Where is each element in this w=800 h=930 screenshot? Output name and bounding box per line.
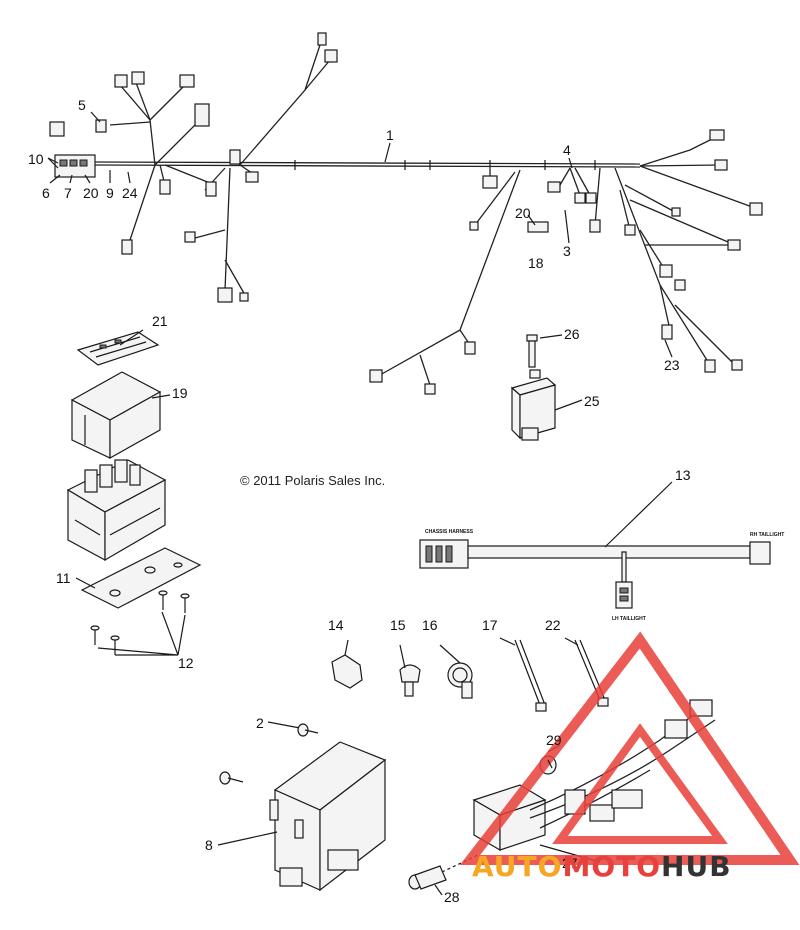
callout-27: 27: [562, 855, 578, 871]
callout-12: 12: [178, 655, 194, 671]
callout-13: 13: [675, 467, 691, 483]
callout-10: 10: [28, 151, 44, 167]
callout-3: 3: [563, 243, 571, 259]
callout-22: 22: [545, 617, 561, 633]
callout-19: 19: [172, 385, 188, 401]
callout-20-left: 20: [83, 185, 99, 201]
callout-20-right: 20: [515, 205, 531, 221]
callout-11: 11: [56, 570, 71, 586]
callout-6: 6: [42, 185, 50, 201]
watermark-moto: MOTO: [562, 850, 661, 883]
watermark-auto: AUTO: [472, 850, 562, 883]
callout-21: 21: [152, 313, 168, 329]
callout-1: 1: [386, 127, 394, 143]
callout-23: 23: [664, 357, 680, 373]
callout-26: 26: [564, 326, 580, 342]
taillight-harness-part-13: [419, 481, 771, 609]
clips-parts-14-15-16: [331, 639, 473, 699]
callout-15: 15: [390, 617, 406, 633]
callout-4: 4: [563, 142, 571, 158]
callout-16: 16: [422, 617, 438, 633]
mounting-plate-part-11: [80, 547, 202, 609]
callout-9: 9: [106, 185, 114, 201]
callout-18: 18: [528, 255, 544, 271]
label-lh-taillight: LH TAILLIGHT: [612, 616, 646, 622]
callout-2: 2: [256, 715, 264, 731]
watermark-hub: HUB: [661, 850, 732, 883]
callout-25: 25: [584, 393, 600, 409]
callout-7: 7: [64, 185, 72, 201]
automotohub-watermark: [459, 631, 800, 865]
main-wire-harness: [49, 32, 763, 395]
callout-29: 29: [546, 732, 562, 748]
fuse-box-cover-part-19: [70, 371, 162, 460]
callout-17: 17: [482, 617, 498, 633]
callout-8: 8: [205, 837, 213, 853]
callout-leaders: [47, 111, 673, 769]
callout-28: 28: [444, 889, 460, 905]
fuse-box-body: [66, 459, 167, 562]
label-chassis-harness: CHASSIS HARNESS: [425, 529, 474, 535]
callout-14: 14: [328, 617, 344, 633]
callout-24: 24: [122, 185, 138, 201]
copyright-text: © 2011 Polaris Sales Inc.: [240, 473, 385, 488]
relay-part-25: [510, 334, 583, 441]
watermark-text: AUTOMOTOHUB: [472, 850, 732, 883]
screws-part-12: [90, 590, 190, 656]
fuse-label-sheet-part-21: [76, 331, 160, 366]
callout-5: 5: [78, 97, 86, 113]
label-rh-taillight: RH TAILLIGHT: [750, 532, 784, 538]
ecu-module-part-8: [217, 721, 387, 892]
